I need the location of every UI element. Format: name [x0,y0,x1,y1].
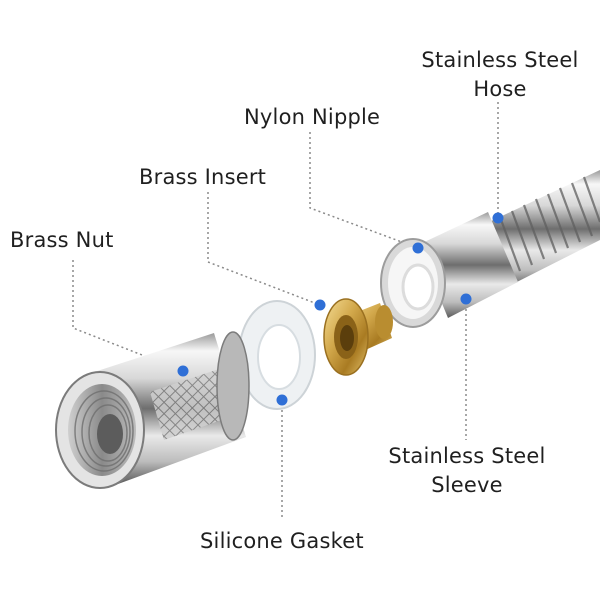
label-silicone-gasket: Silicone Gasket [200,529,364,553]
label-stainless-steel-sleeve: Stainless Steel Sleeve [382,442,552,500]
marker-brass-nut [177,365,189,377]
leader-brass-insert [207,192,321,306]
brass-nut [55,331,250,489]
label-hose-line1: Stainless Steel [421,48,579,72]
marker-hose [492,212,504,224]
label-stainless-steel-hose: Stainless Steel Hose [418,46,582,104]
stainless-steel-sleeve [380,212,518,328]
leader-nylon-nipple [309,132,419,249]
brass-insert [323,298,393,376]
label-hose-line2: Hose [473,77,527,101]
marker-nylon-nipple [412,242,424,254]
marker-gasket [276,394,288,406]
marker-brass-insert [314,299,326,311]
markers [177,212,504,406]
marker-sleeve [460,293,472,305]
label-sleeve-line1: Stainless Steel [388,444,546,468]
label-nylon-nipple: Nylon Nipple [244,105,381,129]
silicone-gasket [238,300,316,410]
label-brass-nut: Brass Nut [10,228,114,252]
label-brass-insert: Brass Insert [139,165,267,189]
label-sleeve-line2: Sleeve [431,473,503,497]
